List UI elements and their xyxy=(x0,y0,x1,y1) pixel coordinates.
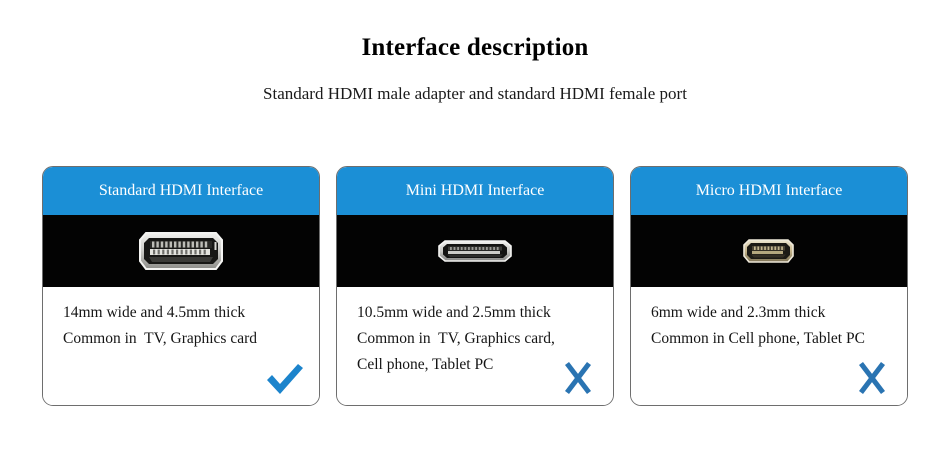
cross-mark-icon xyxy=(555,359,601,399)
standard-hdmi-port-icon xyxy=(139,232,223,270)
card-header-mini-hdmi: Mini HDMI Interface xyxy=(337,167,613,215)
card-header-standard-hdmi: Standard HDMI Interface xyxy=(43,167,319,215)
card-title-label: Mini HDMI Interface xyxy=(405,182,545,199)
spec-line: 10.5mm wide and 2.5mm thick xyxy=(357,304,551,321)
card-title-label: Standard HDMI Interface xyxy=(98,182,264,199)
spec-line: 6mm wide and 2.3mm thick xyxy=(651,304,826,321)
card-header-micro-hdmi: Micro HDMI Interface xyxy=(631,167,907,215)
card-image-standard-hdmi xyxy=(43,215,319,287)
spec-line: Common in TV, Graphics card xyxy=(63,330,258,347)
page-title: Interface description xyxy=(361,34,589,61)
cross-mark-icon xyxy=(849,359,895,399)
check-mark-icon xyxy=(261,359,307,399)
interface-card-mini-hdmi: Mini HDMI Interface xyxy=(336,166,614,406)
micro-hdmi-port-icon xyxy=(743,239,794,263)
page-subtitle: Standard HDMI male adapter and standard … xyxy=(263,84,687,103)
interface-card-standard-hdmi: Standard HDMI Interface xyxy=(42,166,320,406)
spec-line: Cell phone, Tablet PC xyxy=(357,356,494,373)
card-body-mini-hdmi: 10.5mm wide and 2.5mm thick Common in TV… xyxy=(337,287,613,405)
card-body-standard-hdmi: 14mm wide and 4.5mm thick Common in TV, … xyxy=(43,287,319,405)
spec-line: Common in TV, Graphics card, xyxy=(357,330,555,347)
spec-line: 14mm wide and 4.5mm thick xyxy=(63,304,246,321)
card-image-mini-hdmi xyxy=(337,215,613,287)
interface-card-micro-hdmi: Micro HDMI Interface xyxy=(630,166,908,406)
interface-card-list: Standard HDMI Interface xyxy=(42,166,908,406)
card-body-micro-hdmi: 6mm wide and 2.3mm thick Common in Cell … xyxy=(631,287,907,405)
spec-line: Common in Cell phone, Tablet PC xyxy=(651,330,865,347)
card-title-label: Micro HDMI Interface xyxy=(695,182,843,199)
card-image-micro-hdmi xyxy=(631,215,907,287)
mini-hdmi-port-icon xyxy=(438,240,512,262)
